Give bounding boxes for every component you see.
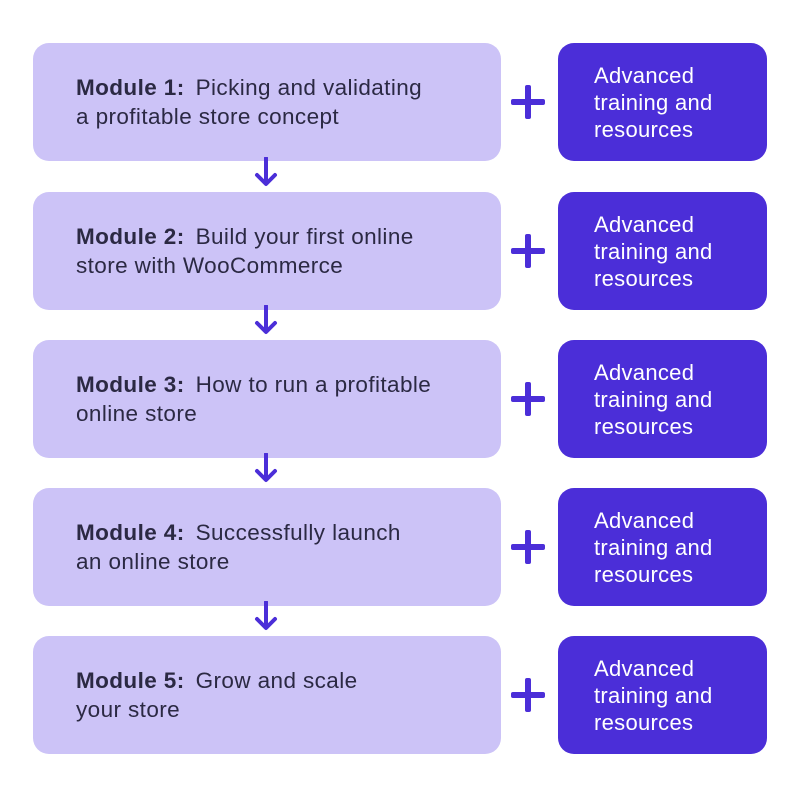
resource-text: Advanced training and resources: [594, 211, 713, 291]
resource-box: Advanced training and resources: [558, 636, 767, 754]
arrow-down-icon: [255, 453, 277, 482]
resource-text: Advanced training and resources: [594, 655, 713, 735]
resource-box: Advanced training and resources: [558, 43, 767, 161]
plus-icon: [511, 234, 545, 268]
resource-text: Advanced training and resources: [594, 359, 713, 439]
arrow-down-icon: [255, 157, 277, 186]
module-label: Module 3:: [76, 372, 185, 397]
resource-text: Advanced training and resources: [594, 62, 713, 142]
plus-icon: [511, 85, 545, 119]
resource-box: Advanced training and resources: [558, 488, 767, 606]
arrow-down-icon: [255, 601, 277, 630]
plus-icon: [511, 382, 545, 416]
resource-box: Advanced training and resources: [558, 340, 767, 458]
module-label: Module 1:: [76, 75, 185, 100]
plus-icon: [511, 530, 545, 564]
module-label: Module 4:: [76, 520, 185, 545]
plus-icon: [511, 678, 545, 712]
module-label: Module 5:: [76, 668, 185, 693]
resource-text: Advanced training and resources: [594, 507, 713, 587]
arrow-down-icon: [255, 305, 277, 334]
module-label: Module 2:: [76, 224, 185, 249]
resource-box: Advanced training and resources: [558, 192, 767, 310]
